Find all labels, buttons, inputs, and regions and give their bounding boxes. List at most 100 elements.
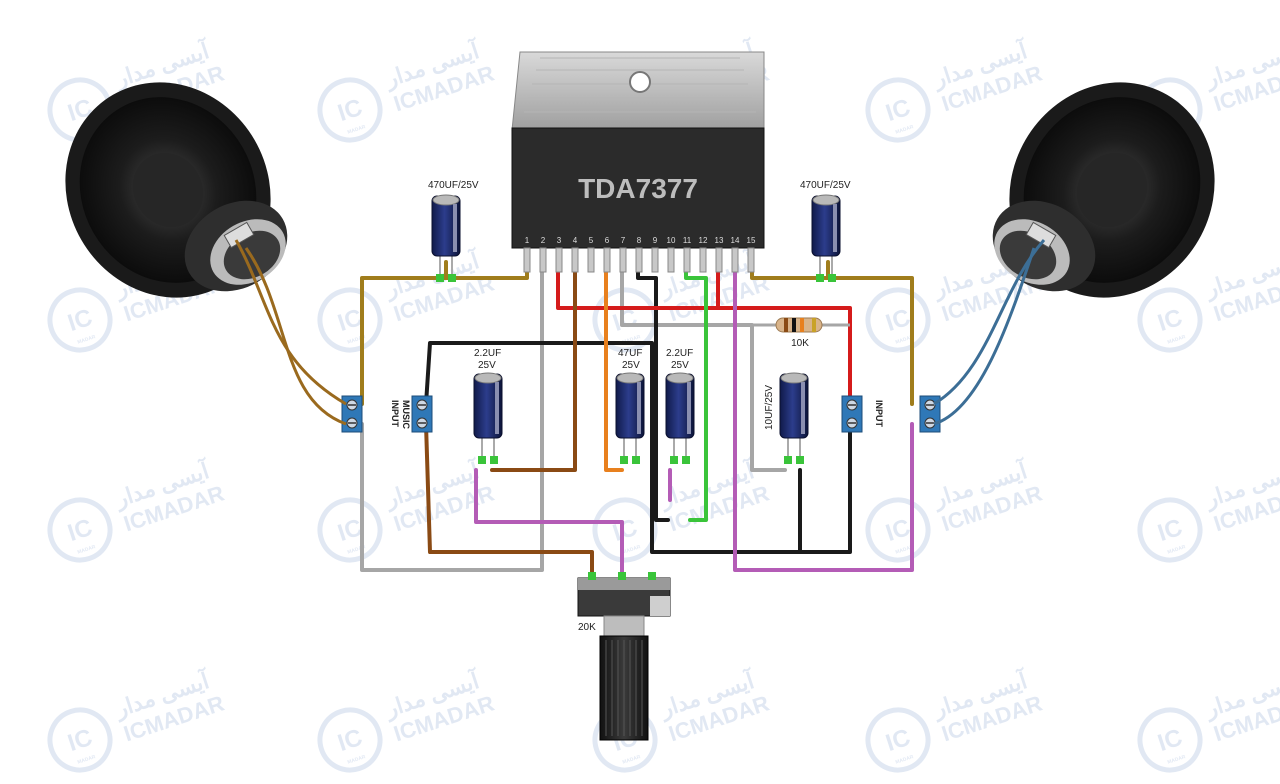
watermark-badge-sub: MADAR: [77, 544, 97, 556]
wire-brown-left: [424, 422, 594, 587]
wire-brown-cap: [490, 262, 577, 472]
watermark-badge-sub: MADAR: [347, 544, 367, 556]
capacitor-label: 470UF/25V: [800, 180, 851, 191]
wire-gold-right: [750, 262, 914, 406]
watermark-badge-sub: MADAR: [347, 334, 367, 346]
capacitor-label: 2.2UF: [474, 348, 501, 359]
speaker-left: [65, 82, 288, 298]
input-music-label-line2: MUSIC: [401, 400, 411, 430]
watermark-badge-sub: MADAR: [77, 334, 97, 346]
watermark-badge-sub: MADAR: [77, 754, 97, 766]
ic-body: [511, 127, 765, 249]
ic-pin-number: 15: [747, 236, 756, 245]
wire-black-top: [424, 341, 852, 554]
watermark-badge-sub: MADAR: [622, 334, 642, 346]
watermark-badge: IC: [65, 514, 96, 547]
watermark-badge-sub: MADAR: [895, 334, 915, 346]
ic-pin-number: 11: [683, 236, 692, 245]
ic-pin: 1: [523, 236, 531, 273]
ic-pin: 8: [635, 236, 643, 273]
ic-pin-number: 4: [573, 236, 578, 245]
ic-pin-number: 5: [589, 236, 594, 245]
terminal-input-music: [411, 395, 433, 433]
speaker-right: [992, 82, 1215, 298]
watermark-badge-sub: MADAR: [895, 124, 915, 136]
ic-pin-number: 6: [605, 236, 610, 245]
potentiometer-20k: 20K: [577, 572, 671, 741]
speaker-right-wire-b: [933, 247, 1036, 426]
ic-pin: 12: [699, 236, 708, 273]
watermark-badge-sub: MADAR: [895, 544, 915, 556]
ic-pin-number: 9: [653, 236, 658, 245]
watermark-badge: IC: [1155, 514, 1186, 547]
ic-pin: 15: [747, 236, 756, 273]
watermark-badge: IC: [883, 304, 914, 337]
watermark-badge-sub: MADAR: [622, 754, 642, 766]
watermark-badge-sub: MADAR: [1167, 544, 1187, 556]
watermark-badge: IC: [65, 304, 96, 337]
wire-orange: [604, 262, 624, 472]
wire-purple-right: [733, 262, 914, 572]
ic-pin: 3: [555, 236, 563, 273]
capacitor-470uf-right: 470UF/25V: [800, 180, 851, 282]
capacitor-10uf-label: 10UF/25V: [764, 385, 775, 430]
watermark-badge: IC: [610, 514, 641, 547]
watermark-badge: IC: [1155, 304, 1186, 337]
wire-green: [684, 262, 708, 522]
ic-pin: 13: [715, 236, 724, 273]
speaker-left-wire-b: [244, 247, 347, 426]
watermark-badge-sub: MADAR: [1167, 334, 1187, 346]
wire-gray-left: [360, 262, 544, 572]
ic-pin: 10: [667, 236, 676, 273]
ic-pin-number: 3: [557, 236, 562, 245]
ic-pin-number: 14: [731, 236, 740, 245]
resistor-10k: 10K: [752, 317, 850, 349]
ic-pin-number: 1: [525, 236, 530, 245]
ic-mount-hole: [629, 71, 651, 93]
capacitor-label: 470UF/25V: [428, 180, 479, 191]
ic-pin-number: 2: [541, 236, 546, 245]
pot-label: 20K: [578, 622, 596, 633]
ic-pin: 4: [571, 236, 579, 273]
input-music-label-line1: INPUT: [390, 400, 400, 428]
ic-pin: 7: [619, 236, 627, 273]
wire-purple-left: [474, 468, 624, 587]
capacitor-label: 25V: [478, 360, 496, 371]
ic-pin: 9: [651, 236, 659, 273]
watermark-badge: IC: [883, 724, 914, 757]
watermark-badge-sub: MADAR: [347, 754, 367, 766]
watermark-badge: IC: [65, 724, 96, 757]
capacitor-label: 25V: [622, 360, 640, 371]
watermark-badge: IC: [883, 94, 914, 127]
watermark-badge-sub: MADAR: [347, 124, 367, 136]
terminal-speaker-left: [341, 395, 363, 433]
capacitor-10uf: [779, 372, 809, 464]
capacitor-label: 47UF: [618, 348, 642, 359]
ic-pin-number: 13: [715, 236, 724, 245]
ic-pin: 2: [539, 236, 547, 273]
watermark-badge: IC: [335, 94, 366, 127]
watermark-badge: IC: [1155, 724, 1186, 757]
terminal-input-right: [841, 395, 863, 433]
ic-pin: 14: [731, 236, 740, 273]
resistor-label: 10K: [791, 338, 809, 349]
ic-pin: 6: [603, 236, 611, 273]
speaker-left-wire-a: [234, 239, 347, 406]
input-right-label: INPUT: [874, 400, 884, 428]
watermark-badge: IC: [883, 514, 914, 547]
ic-part-number: TDA7377: [578, 173, 698, 204]
watermark-badge-sub: MADAR: [1167, 754, 1187, 766]
